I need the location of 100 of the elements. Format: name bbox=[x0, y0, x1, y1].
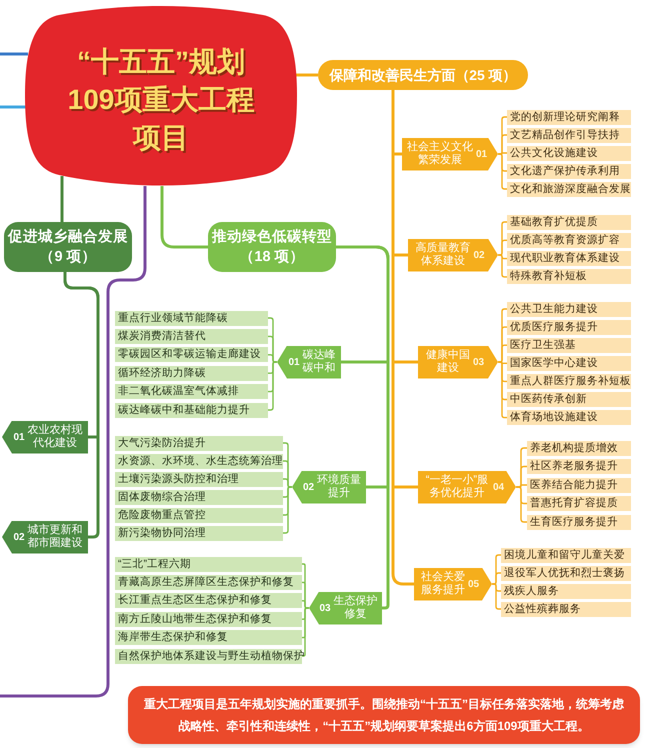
category-heading bbox=[4, 222, 132, 272]
project-item: 公共文化设施建设 bbox=[507, 146, 631, 160]
heading-title: 推动绿色低碳转型 bbox=[212, 228, 332, 247]
category-heading-pill: 保障和改善民生方面（25 项） bbox=[318, 60, 528, 90]
project-item: 危险废物重点管控 bbox=[115, 508, 283, 522]
item-count: （18 项） bbox=[239, 248, 305, 267]
category-arrow-tag bbox=[2, 520, 88, 554]
project-item: 零碳园区和零碳运输走廊建设 bbox=[115, 347, 268, 362]
project-item: 退役军人优抚和烈士褒扬 bbox=[501, 566, 631, 580]
project-item: 特殊教育补短板 bbox=[507, 269, 631, 284]
category-arrow-tag bbox=[402, 138, 498, 170]
project-item: 基础教育扩优提质 bbox=[507, 214, 631, 230]
category-label: 健康中国建设 bbox=[424, 349, 471, 375]
project-item: 自然保护地体系建设与野生动植物保护 bbox=[115, 648, 302, 664]
project-item: 新污染物协同治理 bbox=[115, 526, 283, 540]
category-label: 生态保护修复 bbox=[332, 595, 379, 621]
project-item: 青藏高原生态屏障区生态保护和修复 bbox=[115, 574, 302, 590]
category-label: 城市更新和都市圈建设 bbox=[26, 524, 84, 550]
category-arrow-tag bbox=[408, 238, 498, 272]
category-label: “一老一小”服务优化提升 bbox=[424, 474, 490, 500]
project-item: 养老机构提质增效 bbox=[527, 440, 631, 456]
title-text: “十五五”规划 bbox=[77, 45, 245, 79]
category-number: 03 bbox=[472, 356, 484, 370]
connector-line bbox=[498, 134, 507, 155]
project-item: 中医药传承创新 bbox=[507, 392, 631, 407]
category-label: 社会主义文化繁荣发展 bbox=[406, 141, 474, 167]
category-number: 02 bbox=[473, 248, 485, 262]
project-item: 体育场地设施建设 bbox=[507, 410, 631, 426]
project-item: 社区养老服务提升 bbox=[527, 459, 631, 474]
connector-line bbox=[268, 354, 277, 363]
category-number: 01 bbox=[476, 148, 488, 162]
connector-line bbox=[283, 478, 292, 488]
project-item: 非二氧化碳温室气体减排 bbox=[115, 384, 268, 400]
title-text: 109项重大工程项目 bbox=[66, 83, 256, 155]
project-item: 海岸带生态保护和修复 bbox=[115, 630, 302, 646]
item-count: （9 项） bbox=[39, 248, 97, 267]
category-number: 01 bbox=[288, 356, 300, 370]
category-arrow-tag bbox=[277, 346, 341, 378]
connector-line bbox=[0, 52, 28, 56]
category-label: 社会关爱服务提升 bbox=[420, 571, 466, 597]
project-item: 普惠托育扩容提质 bbox=[527, 496, 631, 511]
project-item: 文化和旅游深度融合发展 bbox=[507, 182, 631, 196]
project-item: 公共卫生能力建设 bbox=[507, 302, 631, 316]
project-item: 困境儿童和留守儿童关爱 bbox=[501, 548, 631, 562]
project-item: 文艺精品创作引导扶持 bbox=[507, 128, 631, 142]
project-item: 土壤污染源头防控和治理 bbox=[115, 472, 283, 486]
project-item: 公益性殡葬服务 bbox=[501, 602, 631, 616]
connector-line bbox=[295, 74, 318, 76]
connector-line bbox=[60, 176, 64, 222]
category-arrow-tag bbox=[309, 592, 382, 624]
category-arrow-tag bbox=[418, 470, 516, 504]
project-item: 大气污染防治提升 bbox=[115, 436, 283, 450]
category-number: 04 bbox=[492, 480, 504, 494]
project-item: 长江重点生态区生态保护和修复 bbox=[115, 593, 302, 608]
project-item: 生育医疗服务提升 bbox=[527, 514, 631, 530]
connector-line bbox=[336, 246, 390, 610]
connector-line bbox=[302, 607, 309, 657]
project-item: 重点人群医疗服务补短板 bbox=[507, 374, 631, 389]
project-item: 文化遗产保护传承利用 bbox=[507, 164, 631, 178]
category-number: 02 bbox=[13, 530, 25, 544]
project-item: 碳达峰碳中和基础能力提升 bbox=[115, 402, 268, 418]
connector-line bbox=[0, 186, 146, 698]
project-item: 优质高等教育资源扩容 bbox=[507, 232, 631, 248]
project-item: 党的创新理论研究阐释 bbox=[507, 110, 631, 124]
title-blob bbox=[25, 3, 297, 187]
project-item: “三北”工程六期 bbox=[115, 556, 302, 572]
connector-line bbox=[498, 344, 507, 363]
project-item: 固体废物综合治理 bbox=[115, 490, 283, 504]
category-heading bbox=[208, 222, 336, 272]
project-item: 煤炭消费清洁替代 bbox=[115, 328, 268, 344]
connector-line bbox=[516, 466, 527, 488]
connector-line bbox=[498, 361, 507, 418]
connector-line bbox=[498, 153, 507, 190]
category-label: 环境质量提升 bbox=[316, 474, 362, 500]
connector-line bbox=[160, 186, 208, 248]
category-number: 01 bbox=[13, 430, 25, 444]
connector-line bbox=[492, 572, 501, 585]
project-item: 国家医学中心建设 bbox=[507, 356, 631, 371]
category-arrow-tag bbox=[418, 346, 498, 378]
category-label: 碳达峰碳中和 bbox=[302, 349, 337, 375]
category-arrow-tag bbox=[292, 470, 366, 504]
project-item: 现代职业教育体系建设 bbox=[507, 251, 631, 266]
connector-line bbox=[283, 486, 292, 534]
project-item: 残疾人服务 bbox=[501, 584, 631, 598]
category-label: 农业农村现代化建设 bbox=[26, 424, 84, 450]
connector-line bbox=[64, 272, 100, 538]
project-item: 重点行业领域节能降碳 bbox=[115, 310, 268, 326]
connector-line bbox=[498, 240, 507, 256]
category-number: 03 bbox=[319, 602, 331, 616]
connector-line bbox=[498, 254, 507, 278]
heading-title: 促进城乡融合发展 bbox=[8, 228, 128, 247]
category-number: 02 bbox=[302, 480, 314, 494]
project-item: 优质医疗服务提升 bbox=[507, 320, 631, 335]
category-arrow-tag bbox=[414, 568, 492, 600]
category-number: 05 bbox=[468, 578, 480, 592]
project-item: 水资源、水环境、水生态统筹治理 bbox=[115, 454, 283, 468]
category-arrow-tag bbox=[2, 420, 88, 454]
connector-line bbox=[302, 600, 309, 609]
project-item: 医疗卫生强基 bbox=[507, 338, 631, 353]
connector-line bbox=[268, 361, 277, 411]
